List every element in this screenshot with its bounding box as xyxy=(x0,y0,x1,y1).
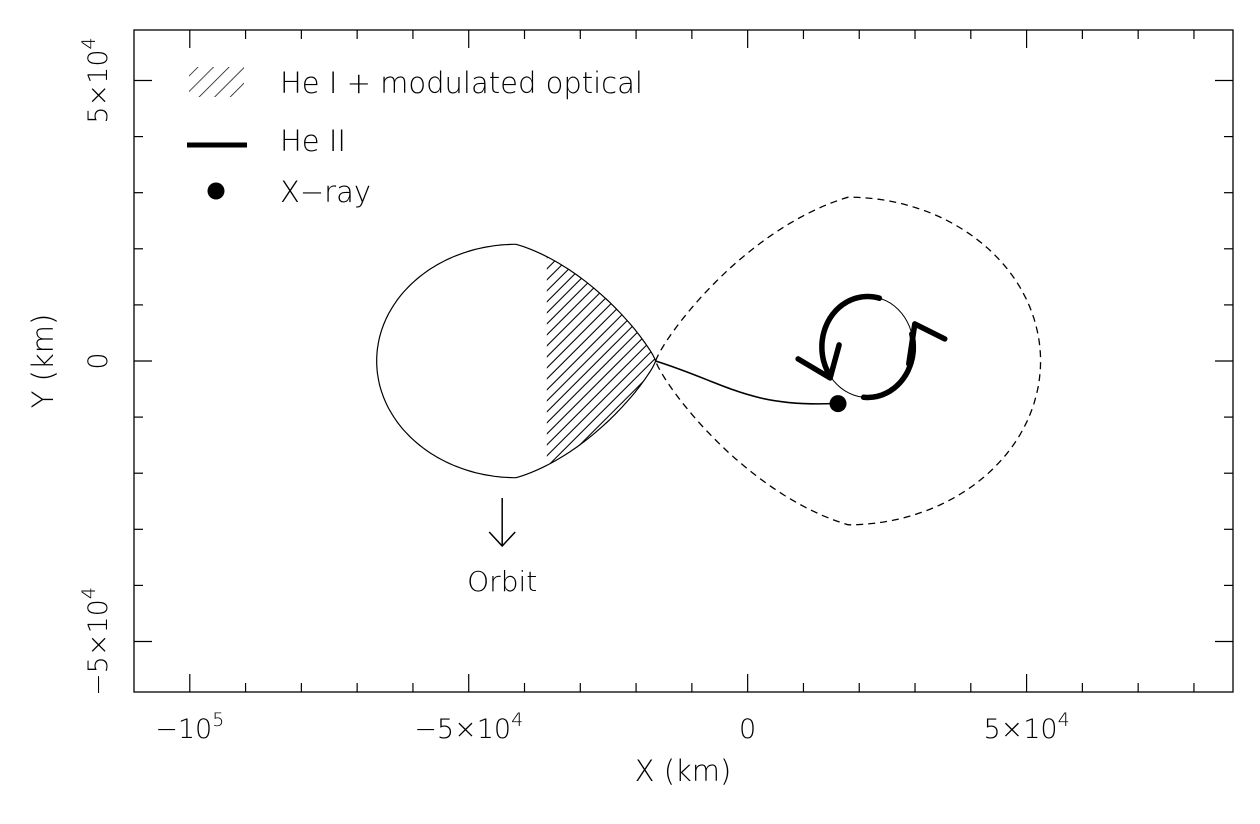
hatch-line xyxy=(712,233,968,489)
hatch-line xyxy=(789,233,1045,489)
hatch-line xyxy=(376,244,408,478)
x-tick-label: −105 xyxy=(155,709,224,745)
hatch-line xyxy=(800,233,1056,489)
hatch-line xyxy=(965,233,1221,489)
x-tick-label-base: 5×10 xyxy=(983,714,1057,745)
orbit-arrow-head xyxy=(488,531,516,548)
y-tick-label-exponent: 4 xyxy=(78,37,100,49)
legend-dot-swatch xyxy=(207,182,225,200)
hatched-heated-face xyxy=(118,233,1232,489)
hatch-line xyxy=(634,244,656,478)
hatch-line xyxy=(888,233,1144,489)
hatch-line xyxy=(866,233,1122,489)
hatch-line xyxy=(376,244,386,478)
he-ii-arrowhead-right xyxy=(906,321,948,367)
hatch-line xyxy=(524,244,656,478)
hatch-line xyxy=(855,233,1111,489)
legend: He I + modulated optical He II X−ray xyxy=(187,66,643,209)
hatch-line xyxy=(910,233,1166,489)
hatch-line xyxy=(921,233,1177,489)
x-tick-label-exponent: 4 xyxy=(1058,709,1070,731)
hatch-line xyxy=(623,244,656,478)
hatch-line xyxy=(756,233,1012,489)
hatch-line xyxy=(899,233,1155,489)
x-tick-label: −5×104 xyxy=(414,709,523,745)
hatch-line xyxy=(118,233,374,489)
x-ray-source-dot xyxy=(829,395,847,413)
hatch-line xyxy=(657,233,913,489)
hatch-line xyxy=(513,244,656,478)
y-tick-label-base: 0 xyxy=(83,352,114,369)
x-tick-label-base: −5×10 xyxy=(414,714,511,745)
hatch-line xyxy=(976,233,1232,489)
hatch-line xyxy=(701,233,957,489)
x-tick-label: 0 xyxy=(739,714,756,745)
diagram-area xyxy=(118,196,1232,548)
hatch-line xyxy=(932,233,1188,489)
legend-label-hatch: He I + modulated optical xyxy=(280,66,643,100)
x-tick-label-exponent: 5 xyxy=(212,709,224,731)
x-tick-label: 5×104 xyxy=(983,709,1069,745)
he-ii-disk-arc-right xyxy=(860,331,917,401)
y-tick-label-base: −5×10 xyxy=(83,599,114,696)
y-tick-label: 0 xyxy=(83,352,114,369)
accretor-roche-lobe xyxy=(654,196,1042,526)
hatch-line xyxy=(811,233,1067,489)
hatch-line xyxy=(822,233,1078,489)
x-tick-label-base: 0 xyxy=(739,714,756,745)
y-tick-label-exponent: 4 xyxy=(78,587,100,599)
x-axis-title: X (km) xyxy=(635,754,732,788)
x-tick-label-exponent: 4 xyxy=(511,709,523,731)
orbit-label: Orbit xyxy=(467,565,537,598)
orbit-direction-arrow xyxy=(488,498,516,548)
accretion-stream xyxy=(655,360,833,405)
y-tick-label-base: 5×10 xyxy=(83,49,114,123)
legend-label-line: He II xyxy=(280,124,346,158)
hatch-line xyxy=(723,233,979,489)
x-tick-label-base: −10 xyxy=(155,714,212,745)
hatch-line xyxy=(954,233,1210,489)
hatch-line xyxy=(734,233,990,489)
y-axis-title: Y (km) xyxy=(26,314,60,409)
hatch-line xyxy=(844,233,1100,489)
axis-ticks xyxy=(134,30,1233,692)
hatch-line xyxy=(833,233,1089,489)
he-ii-arrowhead-left xyxy=(795,342,842,381)
hatch-line xyxy=(645,244,656,478)
legend-hatch-swatch xyxy=(189,67,244,97)
y-tick-label: −5×104 xyxy=(78,587,114,696)
hatch-line xyxy=(668,233,924,489)
hatch-line xyxy=(943,233,1199,489)
donor-roche-lobe xyxy=(376,243,657,479)
hatch-line xyxy=(778,233,1034,489)
legend-label-dot: X−ray xyxy=(280,175,371,209)
hatch-line xyxy=(877,233,1133,489)
he-ii-disk-arc-left xyxy=(819,293,883,379)
hatch-line xyxy=(376,244,397,478)
hatch-line xyxy=(745,233,1001,489)
y-tick-label: 5×104 xyxy=(78,37,114,123)
